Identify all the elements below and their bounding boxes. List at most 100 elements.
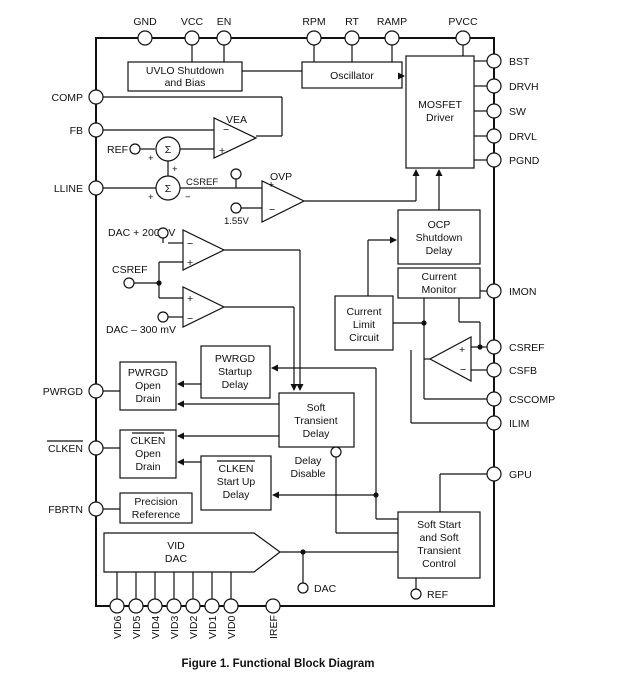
csref-mid-node [123, 277, 135, 289]
upper-window-comparator [182, 229, 226, 271]
lline-summer-plus: + [148, 192, 154, 203]
dac-plus-node [157, 227, 169, 239]
pin-sw [486, 103, 502, 119]
pin-drvl [486, 128, 502, 144]
pin-rt [344, 30, 360, 46]
pin-vid2-label: VID2 [188, 615, 200, 639]
clken-startup-delay-block [200, 455, 272, 511]
pin-vid0-label: VID0 [226, 615, 238, 639]
cs-amp-plus: + [459, 344, 465, 356]
lower-window-comparator [182, 286, 226, 328]
pin-vid5-label: VID5 [131, 615, 143, 639]
clken-startup-text-3: Delay [223, 489, 251, 501]
pin-vcc [184, 30, 200, 46]
pin-ramp-label: RAMP [377, 16, 407, 28]
pin-pwrgd-label: PWRGD [43, 386, 84, 398]
v155-label: 1.55V [224, 216, 249, 227]
pin-vid3-label: VID3 [169, 615, 181, 639]
pin-vid3 [166, 598, 182, 614]
clken-open-text-2: Open [135, 448, 161, 460]
mosfet-driver-text-2: Driver [426, 112, 455, 124]
pin-gpu [486, 466, 502, 482]
pin-comp [88, 89, 104, 105]
pin-ilim-label: ILIM [509, 418, 529, 430]
lower-comp-plus: + [187, 293, 193, 305]
cs-amp-minus: − [460, 364, 466, 376]
pin-iref-label: IREF [268, 615, 280, 639]
ovp-label: OVP [270, 171, 292, 183]
pin-pgnd [486, 152, 502, 168]
pin-iref [265, 598, 281, 614]
pin-lline-label: LLINE [54, 183, 83, 195]
pin-vid2 [185, 598, 201, 614]
pin-drvh-label: DRVH [509, 81, 539, 93]
ovp-comparator [261, 180, 306, 223]
chip-outline [95, 37, 495, 607]
pin-vcc-label: VCC [181, 16, 204, 28]
clken-open-drain-block [119, 429, 177, 479]
ovp-minus: − [269, 204, 275, 216]
lline-summer-minus: − [185, 192, 191, 203]
pin-imon-label: IMON [509, 286, 536, 298]
pin-bst-label: BST [509, 56, 530, 68]
pin-fbrtn [88, 501, 104, 517]
ref-summer-plus-a: + [148, 153, 154, 164]
ocp-text-2: Shutdown [416, 232, 463, 244]
mosfet-driver-block [405, 55, 475, 169]
clken-startup-text-1: CLKEN [218, 463, 253, 475]
ref-summer-plus-b: + [172, 164, 178, 175]
pwrgd-open-text-3: Drain [135, 393, 160, 405]
current-limit-circuit-block [334, 295, 394, 351]
top-pins: GND VCC EN RPM RT RAMP PVCC [133, 16, 478, 62]
lower-comp-minus: − [187, 313, 193, 325]
pin-rt-label: RT [345, 16, 359, 28]
precision-ref-text-1: Precision [134, 496, 177, 508]
pin-sw-label: SW [509, 106, 526, 118]
oscillator-text: Oscillator [330, 70, 374, 82]
ocp-text-1: OCP [428, 219, 451, 231]
pin-pvcc-label: PVCC [448, 16, 478, 28]
uvlo-text-2: and Bias [165, 77, 206, 89]
ocp-shutdown-delay-block [397, 209, 481, 265]
dac-minus-label: DAC – 300 mV [106, 324, 176, 336]
upper-comp-plus: + [187, 257, 193, 269]
vea-label: VEA [226, 114, 247, 126]
vea-minus: − [223, 124, 229, 136]
pin-csref [486, 339, 502, 355]
current-limit-text-3: Circuit [349, 332, 379, 344]
soft-transient-text-2: Transient [294, 415, 337, 427]
v155-node [230, 202, 242, 214]
pin-ilim [486, 415, 502, 431]
pwrgd-startup-text-1: PWRGD [215, 353, 256, 365]
current-monitor-text-2: Monitor [421, 284, 457, 296]
pin-gnd-label: GND [133, 16, 157, 28]
ovp-plus: + [268, 179, 274, 191]
upper-comp-minus: − [187, 238, 193, 250]
dac-output-node [297, 582, 309, 594]
pin-fb-label: FB [70, 125, 83, 137]
clken-startup-text-2: Start Up [217, 476, 256, 488]
pin-vid1 [204, 598, 220, 614]
precision-ref-text-2: Reference [132, 509, 181, 521]
pin-imon [486, 283, 502, 299]
soft-transient-text-3: Delay [303, 428, 331, 440]
delay-disable-text-1: Delay [295, 455, 323, 467]
soft-transient-text-1: Soft [307, 402, 326, 414]
pin-cscomp [486, 391, 502, 407]
bottom-pins: VID6 VID5 VID4 VID3 VID2 VID1 VID0 IREF [109, 572, 281, 639]
pin-cscomp-label: CSCOMP [509, 394, 555, 406]
pin-gnd [137, 30, 153, 46]
ocp-text-3: Delay [426, 245, 454, 257]
ref-summer-sigma: Σ [165, 144, 172, 156]
csref-mid-label: CSREF [112, 264, 148, 276]
pwrgd-startup-delay-block [200, 345, 271, 399]
lline-summer-sigma: Σ [165, 183, 172, 195]
pin-vid6-label: VID6 [112, 615, 124, 639]
pin-en-label: EN [217, 16, 232, 28]
left-pins: COMP FB LLINE PWRGD CLKEN FBRTN [43, 89, 104, 517]
vid-dac-block [103, 532, 282, 573]
pin-en [216, 30, 232, 46]
pin-pgnd-label: PGND [509, 155, 540, 167]
figure-caption: Figure 1. Functional Block Diagram [182, 658, 375, 670]
pwrgd-startup-text-2: Startup [218, 366, 252, 378]
